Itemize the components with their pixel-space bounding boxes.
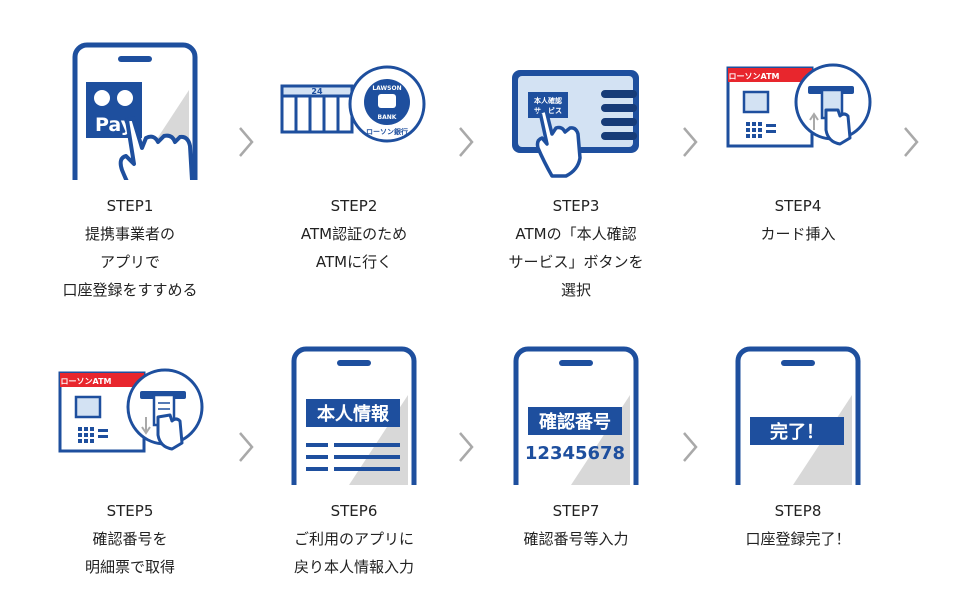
code-digits-text: 12345678 — [525, 443, 625, 464]
step-title: STEP8 — [774, 502, 822, 520]
step-description-line: 選択 — [560, 281, 591, 299]
chevron-right-icon — [456, 430, 476, 464]
atm-receipt-icon: ローソンATM — [30, 335, 230, 515]
chevron-right-icon — [901, 125, 921, 159]
bank-text: BANK — [378, 114, 397, 121]
step-title: STEP6 — [330, 502, 378, 520]
phone-complete-icon: 完了！ — [698, 335, 898, 515]
step-title: STEP2 — [330, 197, 378, 215]
lawson-atm-text: ローソンATM — [61, 377, 112, 386]
chevron-right-icon — [680, 430, 700, 464]
step-description-line: 口座登録をすすめる — [62, 281, 198, 299]
step-description-line: 口座登録完了！ — [745, 530, 851, 548]
step-description-line: ATM認証のため — [300, 225, 408, 243]
store-bank-logo-icon: 24 LAWSON BANK ローソン銀行 — [254, 30, 454, 210]
chevron-right-icon — [236, 125, 256, 159]
step-description-line: ご利用のアプリに — [293, 530, 414, 548]
step-description-line: サービス」ボタンを — [508, 253, 644, 271]
step-title: STEP7 — [552, 502, 600, 520]
step-description-line: ATMの「本人確認 — [515, 225, 637, 243]
step-description-line: 確認番号等入力 — [523, 530, 629, 548]
step-title: STEP5 — [106, 502, 154, 520]
step-description-line: 戻り本人情報入力 — [293, 558, 414, 576]
confirmation-number-text: 確認番号 — [539, 411, 611, 433]
step-description-line: 確認番号を — [92, 530, 168, 548]
store-24-text: 24 — [311, 87, 323, 96]
chevron-right-icon — [680, 125, 700, 159]
chevron-right-icon — [236, 430, 256, 464]
pay-logo-text: Pay — [95, 114, 134, 136]
lawson-text: LAWSON — [372, 85, 401, 92]
step-title: STEP1 — [106, 197, 154, 215]
atm-screen-button-icon: 本人確認 サービス — [476, 30, 676, 210]
phone-code-icon: 確認番号 12345678 — [476, 335, 676, 515]
personal-info-text: 本人情報 — [317, 403, 390, 425]
step-description-line: 提携事業者の — [84, 225, 175, 243]
step-description-line: ATMに行く — [315, 253, 393, 271]
step-description-line: アプリで — [99, 253, 160, 271]
phone-pay-tap-icon: Pay — [30, 30, 230, 210]
step-description-line: カード挿入 — [760, 225, 836, 243]
step-title: STEP3 — [552, 197, 600, 215]
lawson-bank-text: ローソン銀行 — [366, 127, 408, 136]
id-check-text: 本人確認 — [533, 96, 562, 105]
lawson-atm-text: ローソンATM — [729, 72, 780, 81]
atm-card-insert-icon: ローソンATM — [698, 30, 898, 210]
step-title: STEP4 — [774, 197, 822, 215]
chevron-right-icon — [456, 125, 476, 159]
step-description-line: 明細票で取得 — [84, 558, 175, 576]
service-text: サービス — [534, 106, 562, 115]
phone-form-icon: 本人情報 — [254, 335, 454, 515]
complete-text: 完了！ — [770, 421, 824, 443]
